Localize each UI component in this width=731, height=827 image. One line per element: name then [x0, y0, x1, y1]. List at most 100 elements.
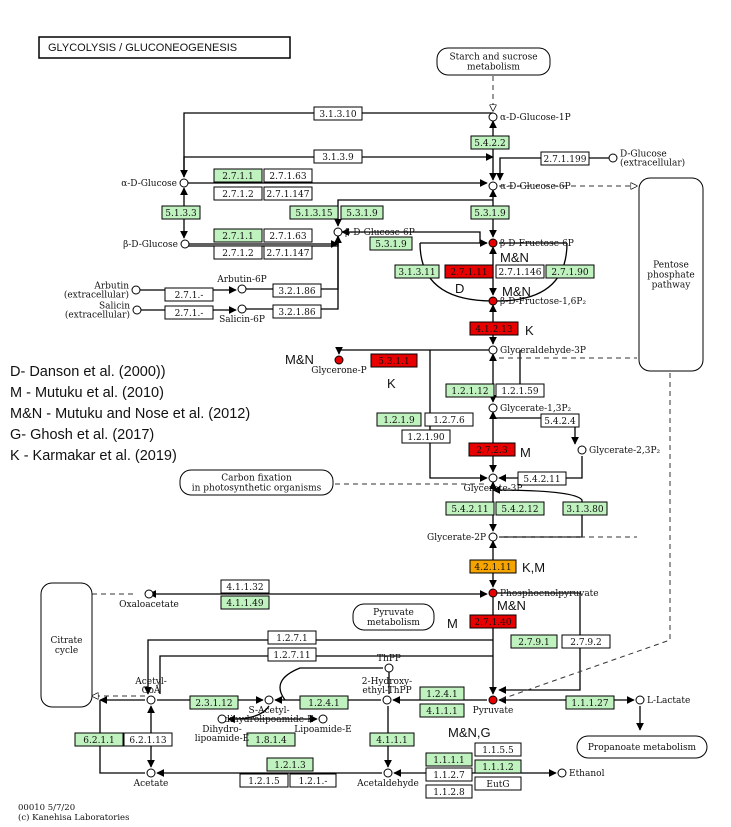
enzyme-box[interactable]: 1.2.1.9 — [376, 412, 422, 427]
map-link-starch[interactable] — [436, 47, 551, 76]
compound-node[interactable] — [488, 695, 498, 705]
compound-node[interactable] — [383, 768, 393, 778]
compound-node[interactable] — [488, 181, 498, 191]
compound-node[interactable] — [488, 345, 498, 355]
enzyme-box[interactable]: 1.1.1.27 — [565, 695, 615, 710]
compound-node[interactable] — [132, 305, 142, 315]
enzyme-box[interactable]: 1.2.1.3 — [266, 757, 314, 772]
enzyme-box[interactable]: 3.1.3.10 — [313, 106, 363, 121]
enzyme-box[interactable]: 2.7.2.3 — [468, 442, 516, 457]
enzyme-box[interactable]: 1.2.7.6 — [424, 412, 474, 427]
compound-node[interactable] — [333, 227, 343, 237]
enzyme-box[interactable]: 2.7.1.2 — [213, 186, 263, 201]
enzyme-box[interactable]: 5.4.2.12 — [495, 501, 545, 516]
enzyme-box[interactable]: 5.4.2.2 — [470, 135, 510, 150]
map-link-pyruvate[interactable] — [352, 603, 435, 631]
map-link-propanoate[interactable] — [576, 735, 708, 759]
map-link-citrate[interactable] — [40, 582, 93, 708]
enzyme-box[interactable]: 5.1.3.15 — [289, 205, 339, 220]
enzyme-box[interactable]: EutG — [474, 776, 522, 791]
compound-node[interactable] — [635, 695, 645, 705]
compound-node[interactable] — [180, 239, 190, 249]
enzyme-box[interactable]: 1.2.1.- — [289, 773, 337, 788]
enzyme-box[interactable]: 4.1.1.49 — [220, 595, 270, 610]
enzyme-box[interactable]: 2.7.1.1 — [213, 168, 263, 183]
enzyme-box[interactable]: 5.3.1.1 — [370, 353, 418, 368]
enzyme-box[interactable]: 2.7.1.199 — [540, 151, 590, 166]
enzyme-box[interactable]: 4.2.1.11 — [469, 559, 517, 574]
enzyme-box[interactable]: 2.3.1.12 — [189, 695, 239, 710]
enzyme-box[interactable]: 4.1.1.1 — [369, 732, 415, 747]
compound-node[interactable] — [488, 238, 498, 248]
enzyme-box[interactable]: 6.2.1.13 — [123, 732, 173, 747]
compound-node[interactable] — [488, 588, 498, 598]
enzyme-box[interactable]: 6.2.1.1 — [74, 732, 124, 747]
compound-node[interactable] — [264, 695, 274, 705]
enzyme-box[interactable]: 1.8.1.4 — [246, 732, 296, 747]
enzyme-box[interactable]: 1.2.7.11 — [267, 647, 317, 662]
enzyme-box[interactable]: 2.7.1.146 — [495, 264, 545, 279]
enzyme-box[interactable]: 1.1.1.1 — [425, 752, 473, 767]
enzyme-box[interactable]: 3.2.1.86 — [272, 304, 322, 319]
compound-node[interactable] — [131, 285, 141, 295]
enzyme-box[interactable]: 2.7.1.90 — [545, 264, 595, 279]
enzyme-box[interactable]: 3.2.1.86 — [272, 283, 322, 298]
compound-node[interactable] — [144, 589, 154, 599]
compound-node[interactable] — [488, 296, 498, 306]
compound-node[interactable] — [318, 714, 328, 724]
enzyme-box[interactable]: 3.1.3.9 — [313, 149, 363, 164]
enzyme-box[interactable]: 2.7.1.1 — [213, 228, 263, 243]
enzyme-box[interactable]: 1.2.1.5 — [239, 773, 289, 788]
compound-node[interactable] — [382, 695, 392, 705]
compound-node[interactable] — [488, 403, 498, 413]
compound-node[interactable] — [577, 445, 587, 455]
enzyme-box[interactable]: 2.7.1.40 — [469, 614, 517, 629]
compound-node[interactable] — [217, 714, 227, 724]
map-link-carbon[interactable] — [179, 469, 334, 496]
compound-node[interactable] — [488, 473, 498, 483]
compound-node[interactable] — [146, 768, 156, 778]
enzyme-box[interactable]: 5.4.2.11 — [445, 501, 495, 516]
enzyme-box[interactable]: 1.1.5.5 — [474, 742, 522, 757]
enzyme-box[interactable]: 4.1.1.1 — [419, 703, 465, 718]
enzyme-box[interactable]: 1.1.2.8 — [425, 784, 473, 799]
enzyme-box[interactable]: 5.1.3.3 — [161, 205, 201, 220]
enzyme-box[interactable]: 2.7.1.11 — [444, 264, 494, 279]
enzyme-box[interactable]: 5.3.1.9 — [340, 205, 384, 220]
enzyme-box[interactable]: 4.1.1.32 — [220, 579, 270, 594]
compound-node[interactable] — [146, 695, 156, 705]
enzyme-box[interactable]: 1.2.1.90 — [401, 429, 451, 444]
enzyme-box[interactable]: 2.7.9.2 — [561, 634, 611, 649]
compound-node[interactable] — [608, 153, 618, 163]
map-link-pentose[interactable] — [638, 177, 704, 372]
enzyme-box[interactable]: 5.4.2.4 — [540, 413, 580, 428]
enzyme-box[interactable]: 5.4.2.11 — [517, 471, 567, 486]
enzyme-box[interactable]: 1.1.2.7 — [425, 767, 473, 782]
enzyme-box[interactable]: 2.7.1.147 — [263, 186, 313, 201]
enzyme-box[interactable]: 2.7.1.63 — [263, 228, 313, 243]
enzyme-box[interactable]: 3.1.3.11 — [394, 264, 440, 279]
enzyme-box[interactable]: 2.7.1.2 — [213, 245, 263, 260]
compound-node[interactable] — [488, 112, 498, 122]
compound-node[interactable] — [384, 663, 394, 673]
compound-node[interactable] — [179, 178, 189, 188]
compound-node[interactable] — [237, 284, 247, 294]
enzyme-box[interactable]: 5.3.1.9 — [369, 236, 413, 251]
enzyme-box[interactable]: 2.7.1.147 — [263, 245, 313, 260]
enzyme-box[interactable]: 3.1.3.80 — [562, 501, 608, 516]
enzyme-box[interactable]: 2.7.1.- — [164, 305, 214, 320]
compound-node[interactable] — [334, 355, 344, 365]
compound-node[interactable] — [557, 768, 567, 778]
compound-node[interactable] — [237, 304, 247, 314]
enzyme-box[interactable]: 1.2.4.1 — [299, 695, 349, 710]
enzyme-box[interactable]: 2.7.1.- — [164, 287, 214, 302]
enzyme-box[interactable]: 1.2.7.1 — [267, 630, 317, 645]
enzyme-box[interactable]: 2.7.9.1 — [510, 634, 558, 649]
enzyme-box[interactable]: 4.1.2.13 — [469, 321, 519, 336]
enzyme-box[interactable]: 1.1.1.2 — [474, 759, 522, 774]
enzyme-box[interactable]: 1.2.4.1 — [419, 686, 465, 701]
enzyme-box[interactable]: 5.3.1.9 — [470, 205, 510, 220]
enzyme-box[interactable]: 1.2.1.59 — [495, 383, 545, 398]
compound-node[interactable] — [488, 532, 498, 542]
enzyme-box[interactable]: 1.2.1.12 — [445, 383, 495, 398]
